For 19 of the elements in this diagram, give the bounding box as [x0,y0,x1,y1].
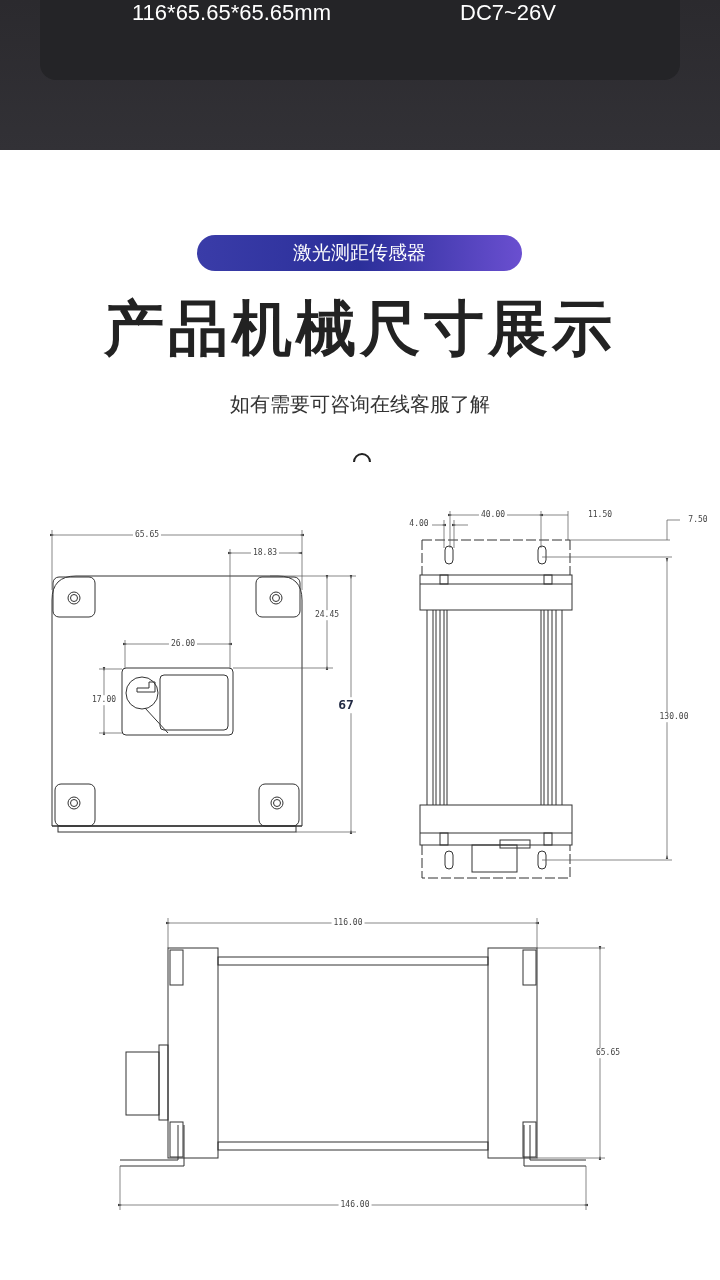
dimension-text: 11.50 [585,510,615,520]
page-title: 产品机械尺寸展示 [103,292,617,365]
dimension-text: 4.00 [407,519,431,529]
dimension-text: 24.45 [312,610,342,620]
dimension-text: 65.65 [593,1048,623,1058]
dimension-text: 26.00 [168,639,198,649]
spec-text: 116*65.65*65.65mm [132,0,331,26]
spec-text: DC7~26V [460,0,556,26]
dimension-text: 17.00 [89,695,119,705]
dimension-text: 130.00 [657,712,691,722]
dimension-text: 40.00 [478,510,508,520]
dimension-text: 116.00 [331,918,365,928]
dimension-text: 18.83 [250,548,280,558]
dimension-text: 65.65 [132,530,162,540]
dimension-text: 7.50 [686,515,710,525]
series-badge: 激光测距传感器 [197,235,522,271]
dimension-text: 146.00 [338,1200,372,1210]
subtitle: 如有需要可咨询在线客服了解 [229,391,491,418]
dimension-text: 67 [336,697,356,713]
